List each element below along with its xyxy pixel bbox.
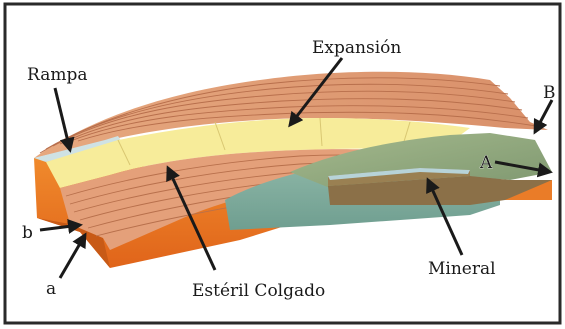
label-a-upper: A <box>479 153 493 173</box>
label-mineral: Mineral <box>428 259 496 279</box>
label-a-lower: a <box>46 279 56 299</box>
label-b-lower: b <box>22 223 33 243</box>
label-b-upper: B <box>543 83 556 103</box>
label-esteril-colgado: Estéril Colgado <box>192 281 325 301</box>
label-rampa: Rampa <box>27 65 87 85</box>
label-expansion: Expansión <box>312 38 401 58</box>
